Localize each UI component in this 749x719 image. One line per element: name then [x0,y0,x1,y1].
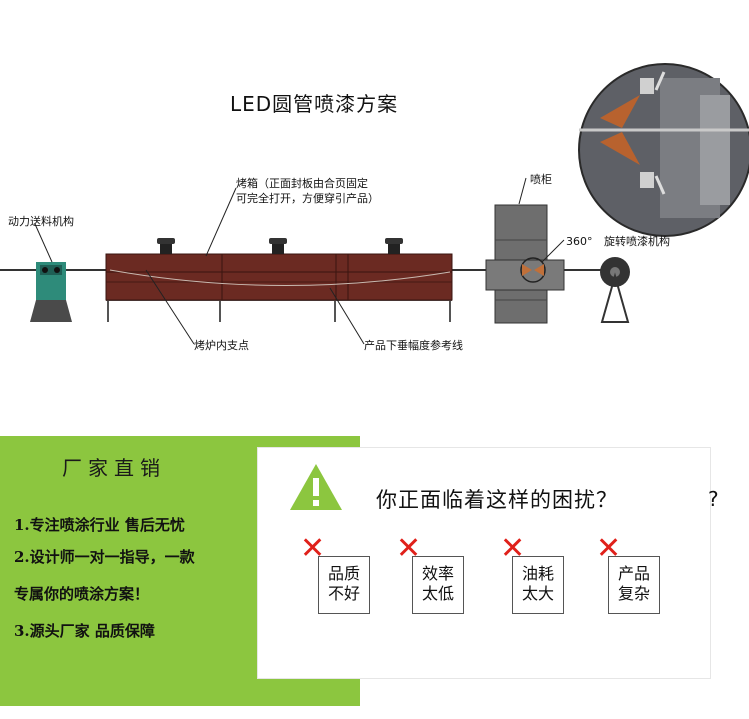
oven-fan [157,238,403,254]
problem-label: 太低 [421,584,454,603]
leader-lines [34,177,565,345]
problem-label: 效率 [421,564,454,583]
problem-card: 品质 不好 [318,556,370,614]
spray-cabinet-label: 喷柜 [530,173,552,186]
problem-label: 太大 [521,584,554,603]
promo-point: 1.专注喷涂行业 售后无忧 [14,516,185,534]
rotating-spray-inset [578,63,749,237]
spray-cabinet [485,204,565,324]
promo-title: 厂家直销 [62,456,166,480]
problem-card: 产品 复杂 [608,556,660,614]
problem-card: 油耗 太大 [512,556,564,614]
oven-support-label: 烤炉内支点 [194,339,249,352]
oven-stand [106,299,452,322]
diagram-title: LED圆管喷漆方案 [230,92,399,116]
rotation-degree-label: 360° [566,235,593,248]
warning-icon [290,464,342,510]
problem-label: 产品 [617,564,650,583]
promo-point: 3.源头厂家 品质保障 [14,622,155,640]
feed-mechanism [30,262,72,322]
rotating-spray-label: 旋转喷漆机构 [604,235,670,248]
problem-label: 油耗 [521,564,554,583]
problem-card: 效率 太低 [412,556,464,614]
question-mark: ? [708,487,719,511]
sag-reference-label: 产品下垂幅度参考线 [364,339,463,352]
reel [600,257,630,323]
oven-body [105,253,453,301]
promo-point: 2.设计师一对一指导，一款 [14,548,195,566]
feed-mechanism-label: 动力送料机构 [8,215,74,228]
problem-label: 品质 [327,564,360,583]
coating-line-diagram [0,63,749,345]
oven-label-line2: 可完全打开，方便穿引产品） [236,192,379,205]
problems-question: 你正面临着这样的困扰？ [376,488,618,512]
problem-label: 复杂 [617,584,650,603]
promo-point: 专属你的喷涂方案！ [14,585,150,603]
problem-label: 不好 [327,584,360,603]
oven-label-line1: 烤箱（正面封板由合页固定 [236,177,368,190]
